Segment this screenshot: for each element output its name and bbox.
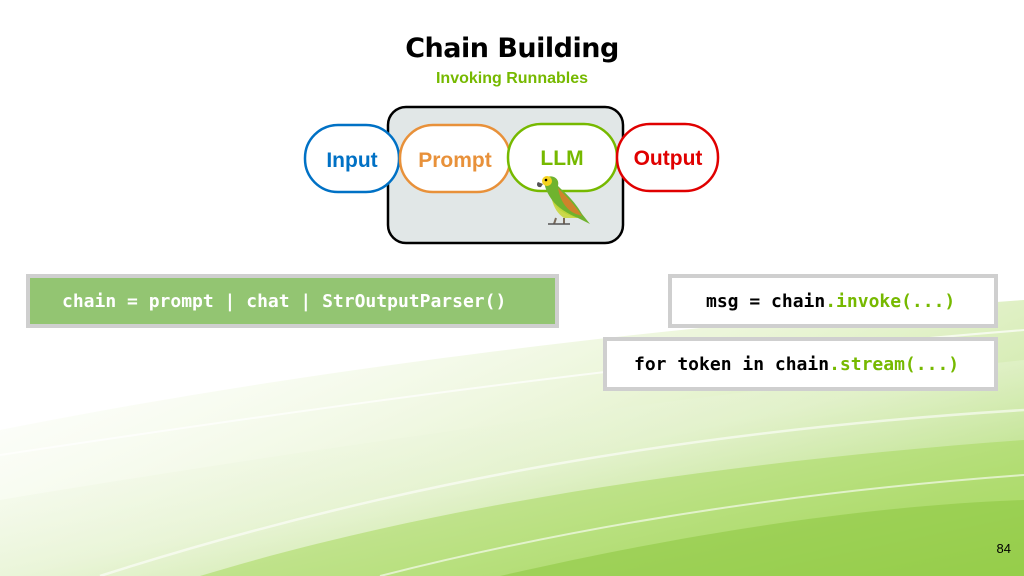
chain-definition-code: chain = prompt | chat | StrOutputParser(…	[26, 274, 559, 328]
llm-node-label: LLM	[540, 147, 583, 170]
stream-prefix-text: for token in chain	[634, 353, 830, 375]
slide-subtitle: Invoking Runnables	[435, 70, 588, 87]
parrot-icon	[537, 176, 590, 225]
page-number: 84	[996, 541, 1011, 556]
stream-method-text: .stream(...)	[829, 353, 960, 375]
stream-code: for token in chain.stream(...)	[603, 337, 998, 391]
invoke-method-text: .invoke(...)	[825, 290, 956, 312]
output-node-label: Output	[634, 147, 703, 170]
input-node-label: Input	[326, 149, 377, 172]
prompt-node-label: Prompt	[418, 149, 492, 172]
invoke-code: msg = chain.invoke(...)	[668, 274, 998, 328]
invoke-prefix-text: msg = chain	[706, 290, 826, 312]
output-node	[615, 122, 720, 193]
chain-definition-text: chain = prompt | chat | StrOutputParser(…	[62, 290, 507, 312]
slide-title: Chain Building	[405, 33, 619, 64]
